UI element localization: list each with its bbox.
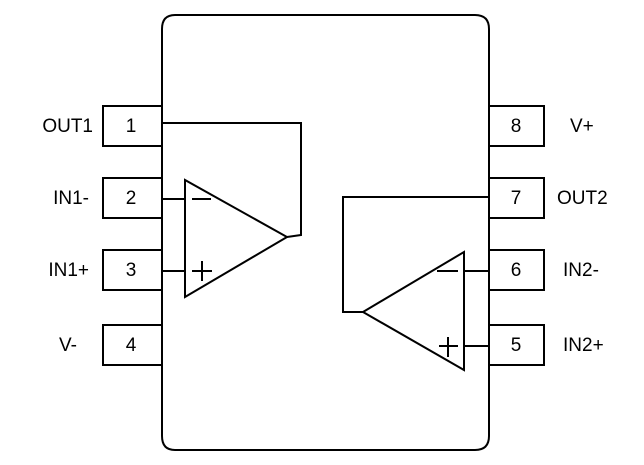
- pin-3-number: 3: [126, 260, 137, 281]
- pin-5-label: IN2+: [563, 335, 604, 356]
- pin-7-label: OUT2: [557, 188, 608, 209]
- op-amp-1: [162, 122, 302, 299]
- wire-out2-feedback: [342, 196, 489, 313]
- pin-2-box: [102, 177, 163, 219]
- pin-5: 5 IN2+: [488, 324, 604, 366]
- pin-7: 7 OUT2: [488, 177, 608, 219]
- pin-3: 3 IN1+: [48, 249, 163, 291]
- pin-1-box: [102, 105, 163, 147]
- pin-8-number: 8: [511, 116, 522, 137]
- op-amp-2-triangle: [361, 250, 465, 372]
- pin-5-number: 5: [511, 335, 522, 356]
- op-amp-1-triangle: [184, 178, 290, 299]
- pin-8-label: V+: [570, 116, 594, 137]
- pin-7-number: 7: [511, 188, 522, 209]
- pin-4-number: 4: [126, 335, 137, 356]
- pin-4: 4 V-: [59, 324, 163, 366]
- pin-6-label: IN2-: [563, 260, 599, 281]
- pin-4-box: [102, 324, 163, 366]
- wire-out1-feedback: [162, 122, 302, 238]
- pin-2: 2 IN1-: [53, 177, 163, 219]
- pin-1: 1 OUT1: [42, 105, 163, 147]
- pin-6-number: 6: [511, 260, 522, 281]
- pin-3-box: [102, 249, 163, 291]
- pin-3-label: IN1+: [48, 260, 89, 281]
- pin-2-number: 2: [126, 188, 137, 209]
- ic-package-body: [161, 14, 490, 451]
- pin-1-number: 1: [126, 116, 137, 137]
- pin-8-box: [488, 105, 545, 147]
- pin-8: 8 V+: [488, 105, 594, 147]
- pin-1-label: OUT1: [42, 116, 93, 137]
- pin-2-label: IN1-: [53, 188, 89, 209]
- pin-6: 6 IN2-: [488, 249, 599, 291]
- op-amp-2: [342, 196, 489, 372]
- pin-6-box: [488, 249, 545, 291]
- pin-4-label: V-: [59, 335, 77, 356]
